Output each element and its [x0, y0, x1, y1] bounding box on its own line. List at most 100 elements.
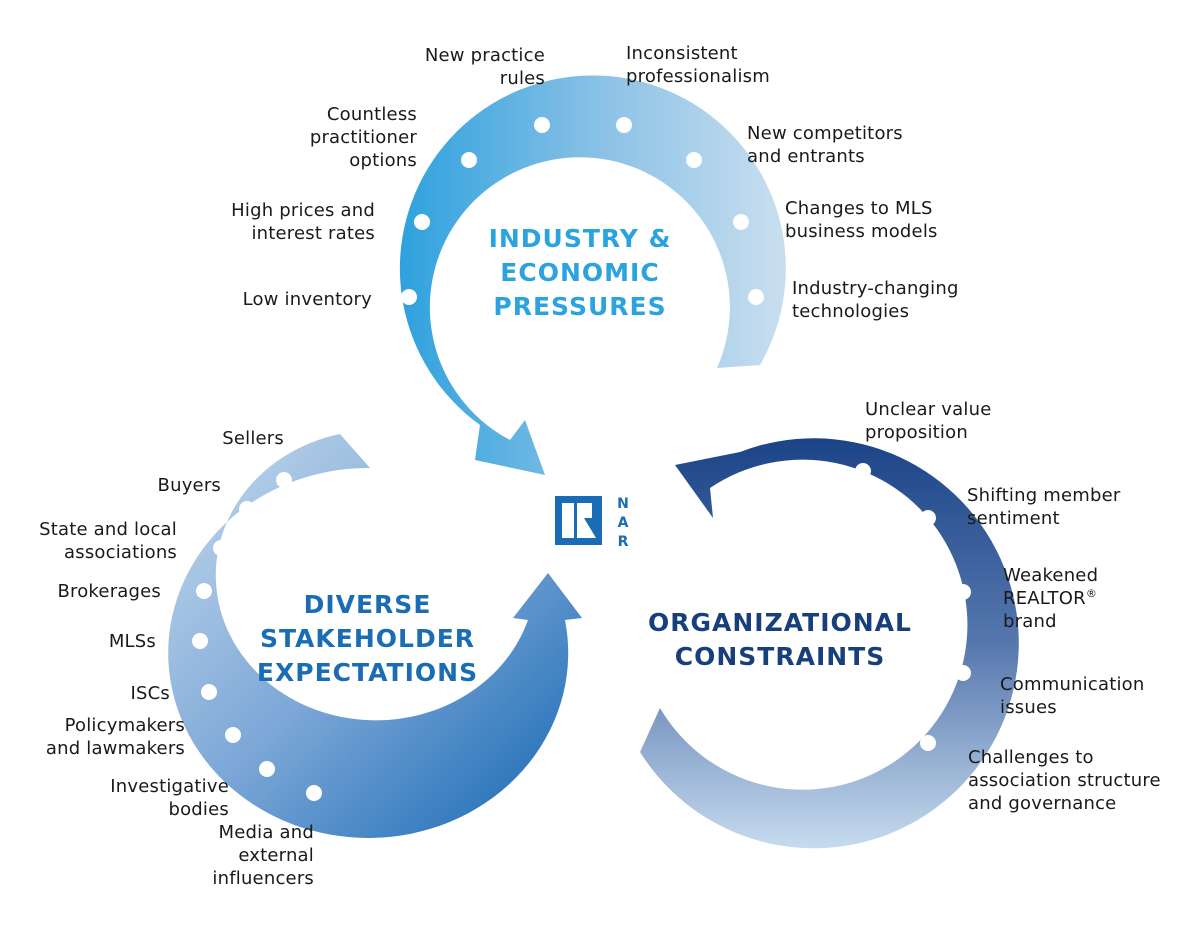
industry-item-dot [748, 289, 764, 305]
item-line: Unclear value [865, 399, 992, 420]
nar-logo: N A R [555, 496, 629, 550]
item-line: REALTOR® [1003, 587, 1098, 610]
stakeholder-item-associations: State and local associations [39, 518, 177, 564]
org-item-communication: Communication issues [1000, 673, 1144, 719]
item-line: Inconsistent [626, 43, 738, 64]
logo-letter-n: N [617, 496, 629, 512]
stakeholder-title-line: EXPECTATIONS [256, 658, 479, 687]
item-line: issues [1000, 697, 1057, 718]
stakeholder-item-dot [225, 727, 241, 743]
industry-item-mls-models: Changes to MLS business models [785, 197, 938, 243]
industry-arc [399, 75, 786, 475]
item-line: and entrants [747, 146, 865, 167]
organizational-item-dot [920, 735, 936, 751]
industry-item-dot [733, 214, 749, 230]
industry-cycle-arrow [399, 75, 786, 475]
stakeholder-item-dot [306, 785, 322, 801]
org-item-member-sentiment: Shifting member sentiment [967, 484, 1121, 530]
item-line: Policymakers [64, 715, 185, 736]
industry-item-dot [461, 152, 477, 168]
industry-title-line: INDUSTRY & [488, 224, 672, 253]
item-line: professionalism [626, 66, 770, 87]
stakeholder-title-line: STAKEHOLDER [259, 624, 476, 653]
industry-item-inconsistent-professionalism: Inconsistent professionalism [626, 42, 770, 88]
org-item-weakened-brand: Weakened REALTOR® brand [1003, 564, 1098, 633]
item-line: Low inventory [242, 289, 372, 310]
stakeholder-arc [168, 434, 583, 838]
organizational-dots [855, 463, 971, 751]
logo-letter-r: R [618, 534, 629, 550]
organizational-title-line: CONSTRAINTS [674, 642, 886, 671]
stakeholder-item-policymakers: Policymakers and lawmakers [46, 714, 185, 760]
item-line: rules [499, 68, 545, 89]
item-line: brand [1003, 611, 1057, 632]
item-line: Changes to MLS [785, 198, 933, 219]
organizational-title: ORGANIZATIONAL CONSTRAINTS [630, 606, 930, 674]
industry-title-line: PRESSURES [493, 292, 667, 321]
industry-item-dot [616, 117, 632, 133]
industry-dots [401, 117, 764, 305]
stakeholder-item-investigative: Investigative bodies [110, 775, 229, 821]
stakeholder-item-sellers: Sellers [222, 427, 284, 450]
stakeholder-item-brokerages: Brokerages [57, 580, 161, 603]
item-line: options [349, 150, 417, 171]
stakeholder-cycle-arrow [168, 434, 583, 838]
item-line: and governance [968, 793, 1117, 814]
item-line: external [238, 845, 314, 866]
item-line: High prices and [231, 200, 375, 221]
industry-title-line: ECONOMIC [500, 258, 660, 287]
organizational-item-dot [920, 510, 936, 526]
item-line: practitioner [309, 127, 417, 148]
item-line: and lawmakers [45, 738, 185, 759]
logo-inner-left [562, 503, 574, 538]
stakeholder-item-buyers: Buyers [158, 474, 221, 497]
organizational-item-dot [955, 665, 971, 681]
industry-item-new-competitors: New competitors and entrants [747, 122, 903, 168]
org-item-association-structure: Challenges to association structure and … [968, 746, 1161, 815]
item-line: New practice [424, 45, 545, 66]
item-line: Weakened [1003, 565, 1099, 586]
industry-item-dot [534, 117, 550, 133]
item-line: Shifting member [967, 485, 1121, 506]
item-line: associations [64, 542, 177, 563]
item-line: ISCs [130, 683, 170, 704]
item-line: Challenges to [968, 747, 1094, 768]
registered-mark: ® [1085, 587, 1098, 600]
item-line: Countless [326, 104, 417, 125]
item-line: Communication [1000, 674, 1145, 695]
stakeholder-title-line: DIVERSE [303, 590, 432, 619]
organizational-item-dot [855, 463, 871, 479]
industry-item-new-practice-rules: New practice rules [425, 44, 545, 90]
item-line: Industry-changing [792, 278, 959, 299]
stakeholder-item-dot [259, 761, 275, 777]
realtor-text: REALTOR [1003, 588, 1086, 609]
item-line: association structure [968, 770, 1161, 791]
org-item-value-proposition: Unclear value proposition [865, 398, 991, 444]
stakeholder-item-dot [196, 583, 212, 599]
item-line: technologies [792, 301, 910, 322]
organizational-title-line: ORGANIZATIONAL [648, 608, 912, 637]
logo-letter-a: A [618, 515, 629, 531]
item-line: Buyers [157, 475, 221, 496]
industry-item-dot [401, 289, 417, 305]
industry-item-high-prices: High prices and interest rates [231, 199, 375, 245]
item-line: business models [785, 221, 938, 242]
stakeholder-item-mlss: MLSs [109, 630, 156, 653]
industry-item-countless-options: Countless practitioner options [310, 103, 417, 172]
item-line: Investigative [110, 776, 229, 797]
stakeholder-item-dot [276, 472, 292, 488]
industry-item-dot [686, 152, 702, 168]
item-line: interest rates [251, 223, 375, 244]
item-line: bodies [168, 799, 229, 820]
stakeholder-item-dot [201, 684, 217, 700]
stakeholder-item-dot [213, 540, 229, 556]
item-line: proposition [865, 422, 968, 443]
stakeholder-item-dot [192, 633, 208, 649]
stakeholder-item-iscs: ISCs [131, 682, 170, 705]
industry-item-dot [414, 214, 430, 230]
item-line: influencers [212, 868, 314, 889]
industry-item-low-inventory: Low inventory [243, 288, 372, 311]
item-line: New competitors [747, 123, 903, 144]
item-line: Media and [218, 822, 314, 843]
